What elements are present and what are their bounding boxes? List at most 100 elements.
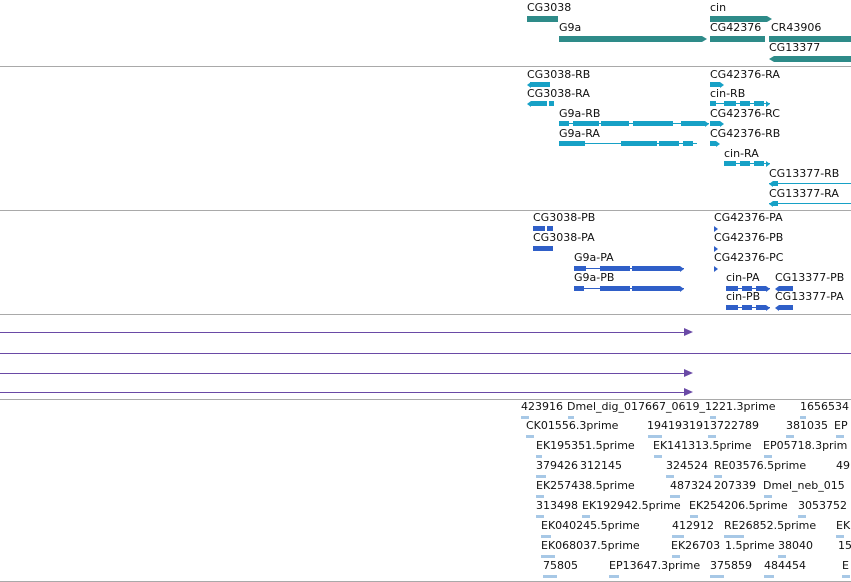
est-bar (800, 416, 806, 419)
insertion-line[interactable] (0, 373, 686, 374)
est-bar (842, 575, 850, 578)
exon-bar (621, 141, 657, 146)
est-label[interactable]: 484454 (764, 559, 806, 572)
strand-arrow-icon (714, 226, 718, 232)
strand-arrow-icon (716, 141, 720, 147)
est-label[interactable]: EP05718.3prim (763, 439, 848, 452)
est-label[interactable]: 312145 (580, 459, 622, 472)
est-track: 423916 Dmel_dig_017667_0619_1221.3prime … (0, 400, 851, 582)
strand-arrow-icon (769, 201, 773, 207)
insertion-arrow-icon (684, 328, 693, 336)
est-bar (710, 575, 724, 578)
est-label[interactable]: RE03576.5prime (714, 459, 807, 472)
exon-bar (683, 141, 693, 146)
est-bar (536, 455, 542, 458)
est-label[interactable]: CK01556.3prime (526, 419, 619, 432)
insertion-line[interactable] (0, 392, 686, 393)
est-bar (786, 435, 794, 438)
est-label[interactable]: 1941931913722789 (647, 419, 759, 432)
exon-bar (573, 121, 599, 126)
transcript-label: CG3038-RB (527, 68, 591, 81)
insertion-line[interactable] (0, 353, 851, 354)
strand-arrow-icon (705, 121, 709, 127)
insertion-arrow-icon (684, 388, 693, 396)
strand-arrow-icon (766, 101, 770, 107)
protein-label: CG42376-PA (714, 211, 783, 224)
est-label[interactable]: EK26703 (671, 539, 721, 552)
strand-arrow-icon (680, 286, 684, 292)
exon-bar (559, 141, 585, 146)
est-bar (764, 455, 772, 458)
est-label[interactable]: E (842, 559, 849, 572)
gene-bar (769, 36, 851, 42)
insertion-line[interactable] (0, 332, 686, 333)
est-label[interactable]: EK257438.5prime (536, 479, 635, 492)
est-bar (536, 495, 544, 498)
est-label[interactable]: 3.5prime (702, 439, 752, 452)
est-bar (543, 575, 557, 578)
est-label[interactable]: 379426 (536, 459, 578, 472)
strand-arrow-icon (766, 286, 770, 292)
gene-bar (559, 36, 702, 42)
exon-bar (632, 266, 680, 271)
protein-label: cin-PB (726, 290, 761, 303)
est-label[interactable]: EP (834, 419, 848, 432)
est-label[interactable]: EK (836, 519, 851, 532)
exon-bar (742, 286, 752, 291)
est-label[interactable]: 375859 (710, 559, 752, 572)
exon-bar (756, 286, 766, 291)
est-label[interactable]: Dmel_neb_015 (763, 479, 845, 492)
est-label[interactable]: EK040245.5prime (541, 519, 640, 532)
gene-label: cin (710, 1, 727, 14)
exon-bar (710, 101, 716, 106)
protein-label: CG3038-PA (533, 231, 595, 244)
est-label[interactable]: 38040 (778, 539, 813, 552)
est-bar (690, 515, 698, 518)
exon-bar (533, 246, 553, 251)
transcript-label: cin-RB (710, 87, 746, 100)
strand-arrow-icon (766, 305, 770, 311)
exon-bar (754, 161, 764, 166)
exon-bar (681, 121, 705, 126)
est-label[interactable]: 423916 (521, 400, 563, 413)
est-label[interactable]: 207339 (714, 479, 756, 492)
est-bar (582, 515, 590, 518)
est-label[interactable]: 381035 (786, 419, 828, 432)
protein-label: cin-PA (726, 271, 760, 284)
est-label[interactable]: 1.5prime (725, 539, 775, 552)
est-bar (654, 455, 662, 458)
est-label[interactable]: 49 (836, 459, 850, 472)
est-bar (536, 515, 544, 518)
transcript-label: cin-RA (724, 147, 759, 160)
transcript-label: CG13377-RB (769, 167, 840, 180)
est-label[interactable]: EK14131 (653, 439, 703, 452)
est-label[interactable]: 1656534 (800, 400, 849, 413)
insertion-arrow-icon (684, 369, 693, 377)
est-label[interactable]: 324524 (666, 459, 708, 472)
exon-bar (600, 286, 630, 291)
strand-arrow-icon (775, 286, 779, 292)
est-label[interactable]: 15 (838, 539, 851, 552)
est-bar (536, 475, 546, 478)
gene-track: CG3038 G9a cin CG42376 CR43906 CG13377 (0, 0, 851, 66)
est-label[interactable]: 75805 (543, 559, 578, 572)
est-label[interactable]: EK068037.5prime (541, 539, 640, 552)
est-label[interactable]: RE26852.5prime (724, 519, 817, 532)
est-label[interactable]: EP13647.3prime (609, 559, 701, 572)
gene-label: G9a (559, 21, 582, 34)
est-label[interactable]: EK195351.5prime (536, 439, 635, 452)
est-label[interactable]: 412912 (672, 519, 714, 532)
est-label[interactable]: 313498 (536, 499, 578, 512)
est-label[interactable]: EK192942.5prime (582, 499, 681, 512)
est-bar (798, 515, 806, 518)
strand-arrow-icon (769, 56, 774, 62)
est-bar (708, 435, 716, 438)
exon-bar (574, 286, 584, 291)
exon-bar (547, 226, 553, 231)
est-label[interactable]: 487324 (670, 479, 712, 492)
est-label[interactable]: Dmel_dig_017667_0619_1221.3prime (567, 400, 776, 413)
est-bar (568, 416, 574, 419)
est-label[interactable]: 3053752 (798, 499, 847, 512)
est-label[interactable]: EK254206.5prime (689, 499, 788, 512)
est-bar (836, 435, 844, 438)
